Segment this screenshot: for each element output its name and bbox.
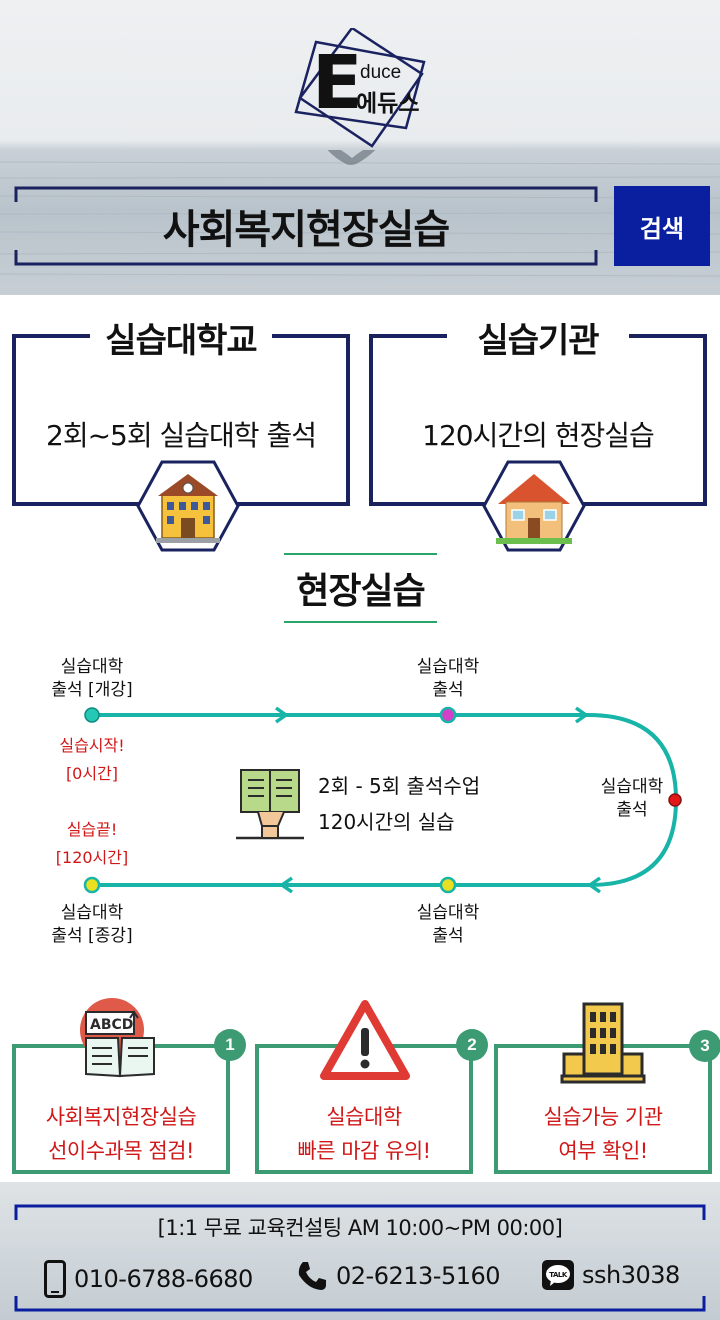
card-number-badge: 3 xyxy=(689,1030,720,1062)
label-start-hours: 실습시작![0시간] xyxy=(59,736,125,783)
book-abcd-icon: ABCD xyxy=(80,998,155,1078)
footer-frame xyxy=(14,1204,706,1312)
office-building-icon xyxy=(560,1002,646,1084)
svg-text:ABCD: ABCD xyxy=(90,1017,133,1033)
kakao-id: ssh3038 xyxy=(582,1261,680,1289)
whale-tail-icon xyxy=(327,150,376,165)
telephone-icon xyxy=(296,1260,328,1292)
consult-hours: [1:1 무료 교육컨설팅 AM 10:00~PM 00:00] xyxy=(157,1216,563,1240)
right-node xyxy=(668,793,682,807)
book-hand-icon xyxy=(236,769,304,840)
arrow-right-icon xyxy=(274,706,290,724)
mobile-contact[interactable]: 010-6788-6680 xyxy=(44,1260,253,1298)
mobile-phone-icon xyxy=(44,1260,66,1298)
label-end-hours: 실습끝![120시간] xyxy=(55,820,129,867)
timeline-track xyxy=(83,706,682,894)
section-title-field: 현장실습 xyxy=(284,553,437,623)
timeline-summary: 2회 - 5회 출석수업 120시간의 실습 xyxy=(318,774,481,834)
info-box-title: 실습기관 xyxy=(447,314,629,361)
warning-icon xyxy=(320,1000,410,1080)
school-building-icon xyxy=(136,460,240,552)
kakao-badge-label: TALK xyxy=(549,1271,568,1279)
start-node xyxy=(84,707,100,723)
mid-node-bottom xyxy=(439,876,457,894)
logo-sub-kr: 에듀스 xyxy=(356,91,420,117)
page-title: 사회복지현장실습 xyxy=(162,207,450,253)
logo-sub-en: duce xyxy=(360,62,402,83)
house-icon xyxy=(482,460,586,552)
arrow-right-icon xyxy=(574,706,590,724)
mid-node-top xyxy=(439,706,457,724)
contact-footer: [1:1 무료 교육컨설팅 AM 10:00~PM 00:00] 010-678… xyxy=(0,1182,720,1320)
sea-background xyxy=(0,150,720,277)
info-box-title: 실습대학교 xyxy=(90,314,272,361)
end-node xyxy=(83,876,101,894)
title-frame: 사회복지현장실습 xyxy=(14,186,598,266)
office-contact[interactable]: 02-6213-5160 xyxy=(296,1260,501,1292)
kakao-talk-icon: TALK xyxy=(542,1260,574,1290)
arrow-left-icon xyxy=(586,876,602,894)
kakao-contact[interactable]: TALK ssh3038 xyxy=(542,1260,680,1290)
office-number: 02-6213-5160 xyxy=(336,1262,501,1290)
search-button[interactable]: 검색 xyxy=(614,186,710,266)
card-number-badge: 1 xyxy=(214,1029,246,1061)
mobile-number: 010-6788-6680 xyxy=(74,1265,253,1293)
arrow-left-icon xyxy=(278,876,294,894)
educe-logo[interactable]: E duce 에듀스 xyxy=(292,28,432,148)
card-number-badge: 2 xyxy=(456,1029,488,1061)
hero-banner: E duce 에듀스 사회복지현장실습 검색 xyxy=(0,0,720,295)
info-box-desc: 2회~5회 실습대학 출석 xyxy=(46,419,317,452)
info-box-desc: 120시간의 현장실습 xyxy=(422,419,655,452)
logo-letter: E xyxy=(312,40,363,126)
